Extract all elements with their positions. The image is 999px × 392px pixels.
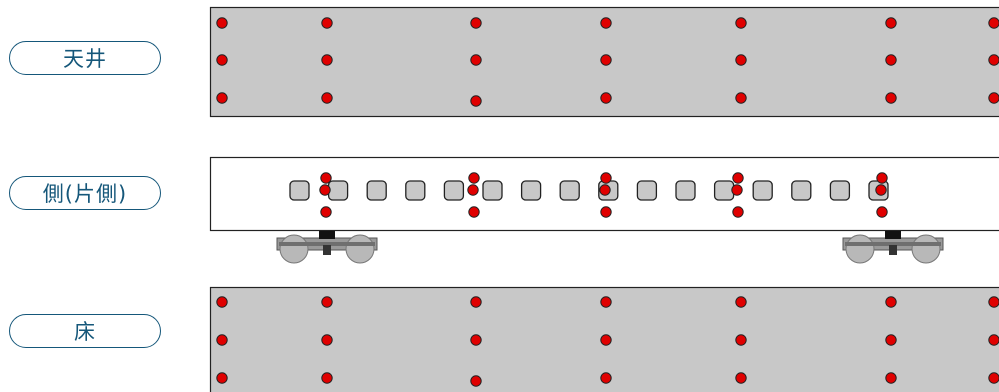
window: [559, 180, 580, 201]
ceiling-panel: [209, 6, 999, 118]
measurement-point: [600, 372, 612, 384]
bogie-icon: [842, 231, 944, 264]
window: [327, 180, 349, 201]
measurement-point: [321, 17, 333, 29]
measurement-point: [876, 206, 888, 218]
window: [791, 180, 812, 201]
measurement-point: [735, 372, 747, 384]
measurement-point: [600, 92, 612, 104]
measurement-point: [735, 92, 747, 104]
measurement-point: [885, 296, 897, 308]
measurement-point: [321, 54, 333, 66]
measurement-point: [600, 54, 612, 66]
measurement-point: [885, 372, 897, 384]
measurement-point: [988, 372, 999, 384]
window: [482, 180, 503, 201]
measurement-point: [320, 172, 332, 184]
window: [829, 180, 851, 201]
measurement-point: [732, 206, 744, 218]
window: [443, 180, 465, 201]
bogie-wheel: [911, 234, 941, 264]
measurement-point: [599, 184, 611, 196]
measurement-point: [470, 296, 482, 308]
measurement-point: [319, 184, 331, 196]
measurement-point: [216, 92, 228, 104]
measurement-point: [216, 296, 228, 308]
measurement-point: [321, 92, 333, 104]
measurement-point: [320, 206, 332, 218]
bogie-axle-box: [889, 245, 897, 255]
window: [405, 180, 426, 201]
measurement-point: [988, 92, 999, 104]
measurement-point: [600, 206, 612, 218]
measurement-point: [731, 184, 743, 196]
measurement-point: [876, 172, 888, 184]
window: [289, 180, 310, 201]
bogie-axle-box: [323, 245, 331, 255]
measurement-point: [216, 17, 228, 29]
measurement-point: [468, 172, 480, 184]
measurement-point: [885, 54, 897, 66]
measurement-point: [216, 334, 228, 346]
bogie-icon: [276, 231, 378, 264]
measurement-point: [216, 372, 228, 384]
bogie-wheel: [279, 234, 309, 264]
measurement-point: [885, 17, 897, 29]
measurement-point: [470, 334, 482, 346]
measurement-point: [470, 54, 482, 66]
bogie-wheel: [845, 234, 875, 264]
measurement-point: [875, 184, 887, 196]
measurement-point: [470, 375, 482, 387]
measurement-point: [321, 372, 333, 384]
measurement-point: [600, 17, 612, 29]
window: [366, 180, 387, 201]
measurement-point: [988, 17, 999, 29]
side-label: 側(片側): [9, 176, 161, 210]
measurement-point: [600, 296, 612, 308]
measurement-point: [467, 184, 479, 196]
measurement-point: [600, 172, 612, 184]
window: [520, 180, 542, 201]
measurement-point: [470, 95, 482, 107]
measurement-point: [988, 54, 999, 66]
measurement-point: [735, 17, 747, 29]
measurement-point: [885, 334, 897, 346]
measurement-point: [321, 334, 333, 346]
bogie-beam: [279, 242, 375, 246]
side-label-text: 側(片側): [42, 182, 128, 206]
measurement-point: [885, 92, 897, 104]
measurement-point: [216, 54, 228, 66]
bogie-center-pin: [319, 231, 335, 239]
ceiling-label-text: 天井: [63, 47, 107, 71]
bogie-beam: [845, 242, 941, 246]
window: [636, 180, 658, 201]
ceiling-label: 天井: [9, 41, 161, 75]
window: [752, 180, 773, 201]
window: [675, 180, 696, 201]
bogie-center-pin: [885, 231, 901, 239]
measurement-point: [735, 334, 747, 346]
bogie-wheel: [345, 234, 375, 264]
window: [713, 180, 735, 201]
measurement-point: [988, 296, 999, 308]
measurement-point: [735, 296, 747, 308]
measurement-point: [321, 296, 333, 308]
measurement-point: [735, 54, 747, 66]
measurement-point: [988, 334, 999, 346]
floor-panel: [209, 286, 999, 392]
side-view: [209, 156, 999, 264]
measurement-point: [470, 17, 482, 29]
floor-label: 床: [9, 314, 161, 348]
measurement-point: [732, 172, 744, 184]
measurement-point: [600, 334, 612, 346]
measurement-point: [468, 206, 480, 218]
floor-label-text: 床: [74, 320, 96, 344]
